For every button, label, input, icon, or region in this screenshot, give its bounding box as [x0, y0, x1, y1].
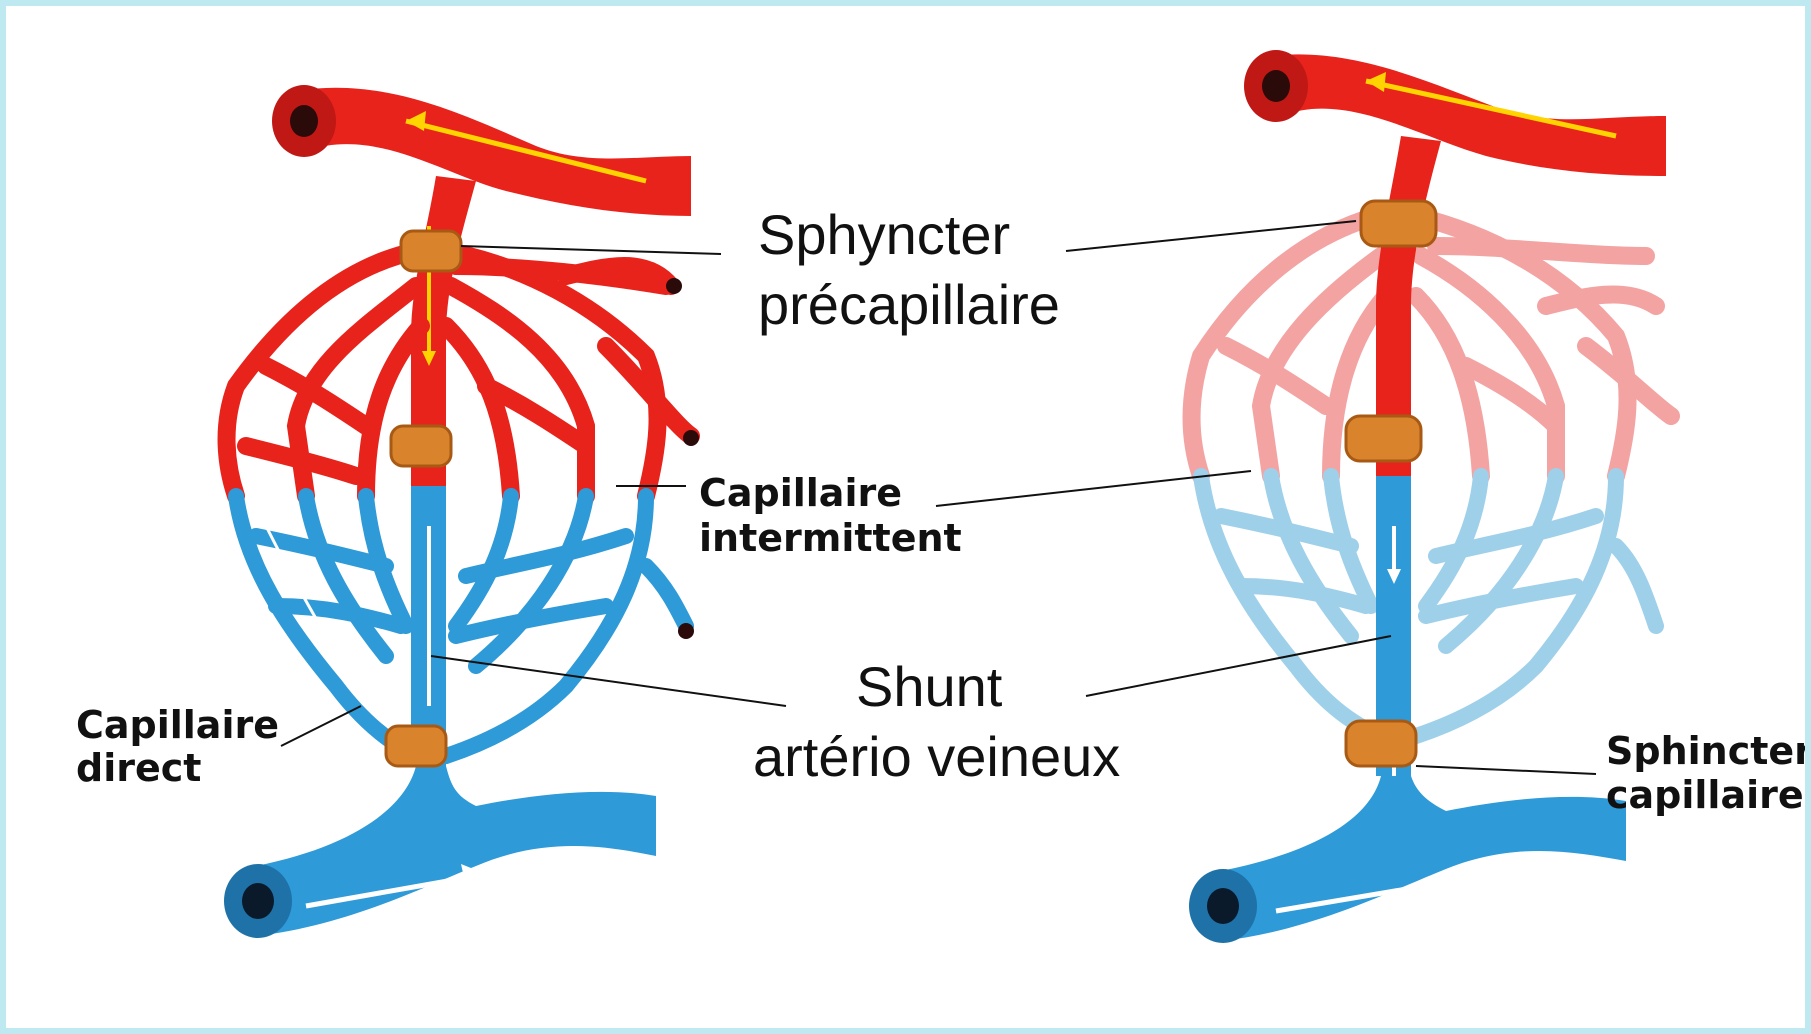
label-shunt: Shunt artério veineux — [753, 655, 1120, 788]
right-mid-sphincter — [1346, 416, 1421, 461]
right-arterial-capillaries-closed — [1192, 216, 1671, 476]
label-shunt-line1: Shunt — [856, 655, 1003, 718]
right-network — [1189, 50, 1671, 943]
label-capint-line1: Capillaire — [699, 471, 902, 515]
label-sphcap-line2: capillaire — [1606, 773, 1804, 817]
label-capillaire-intermittent: Capillaire intermittent — [699, 471, 962, 560]
label-capint-line2: intermittent — [699, 516, 962, 560]
right-precapillary-sphincter — [1361, 201, 1436, 246]
label-capillaire-direct: Capillaire direct — [76, 703, 279, 790]
left-arterial-capillaries — [227, 251, 691, 496]
label-capdirect-line2: direct — [76, 746, 201, 790]
label-sphyncter-precapillaire: Sphyncter précapillaire — [758, 203, 1060, 336]
leader-shunt-right — [1086, 636, 1391, 696]
left-mid-sphincter — [391, 426, 451, 466]
right-arteriole — [1244, 50, 1666, 176]
diagram-frame: Sphyncter précapillaire Capillaire inter… — [6, 6, 1805, 1028]
left-venule — [224, 766, 656, 938]
leader-precap-left — [461, 246, 721, 254]
right-capillary-sphincter — [1346, 721, 1416, 766]
microcirculation-diagram: Sphyncter précapillaire Capillaire inter… — [6, 6, 1805, 1028]
right-venous-capillaries-closed — [1201, 476, 1656, 736]
label-sphincter-capillaire: Sphincter capillaire — [1606, 729, 1805, 817]
left-arteriole — [272, 85, 691, 216]
leader-sphincter-cap — [1416, 766, 1596, 774]
leader-capdirect — [281, 706, 361, 746]
left-network — [224, 85, 699, 938]
label-capdirect-line1: Capillaire — [76, 703, 279, 747]
label-sphyncter-line2: précapillaire — [758, 273, 1060, 336]
label-shunt-line2: artério veineux — [753, 725, 1120, 788]
left-precapillary-sphincter — [401, 231, 461, 271]
left-venous-capillaries — [236, 496, 686, 756]
right-venule — [1189, 776, 1626, 943]
label-sphyncter-line1: Sphyncter — [758, 203, 1010, 266]
leader-shunt-left — [431, 656, 786, 706]
label-sphcap-line1: Sphincter — [1606, 729, 1805, 773]
left-capillary-sphincter — [386, 726, 446, 766]
